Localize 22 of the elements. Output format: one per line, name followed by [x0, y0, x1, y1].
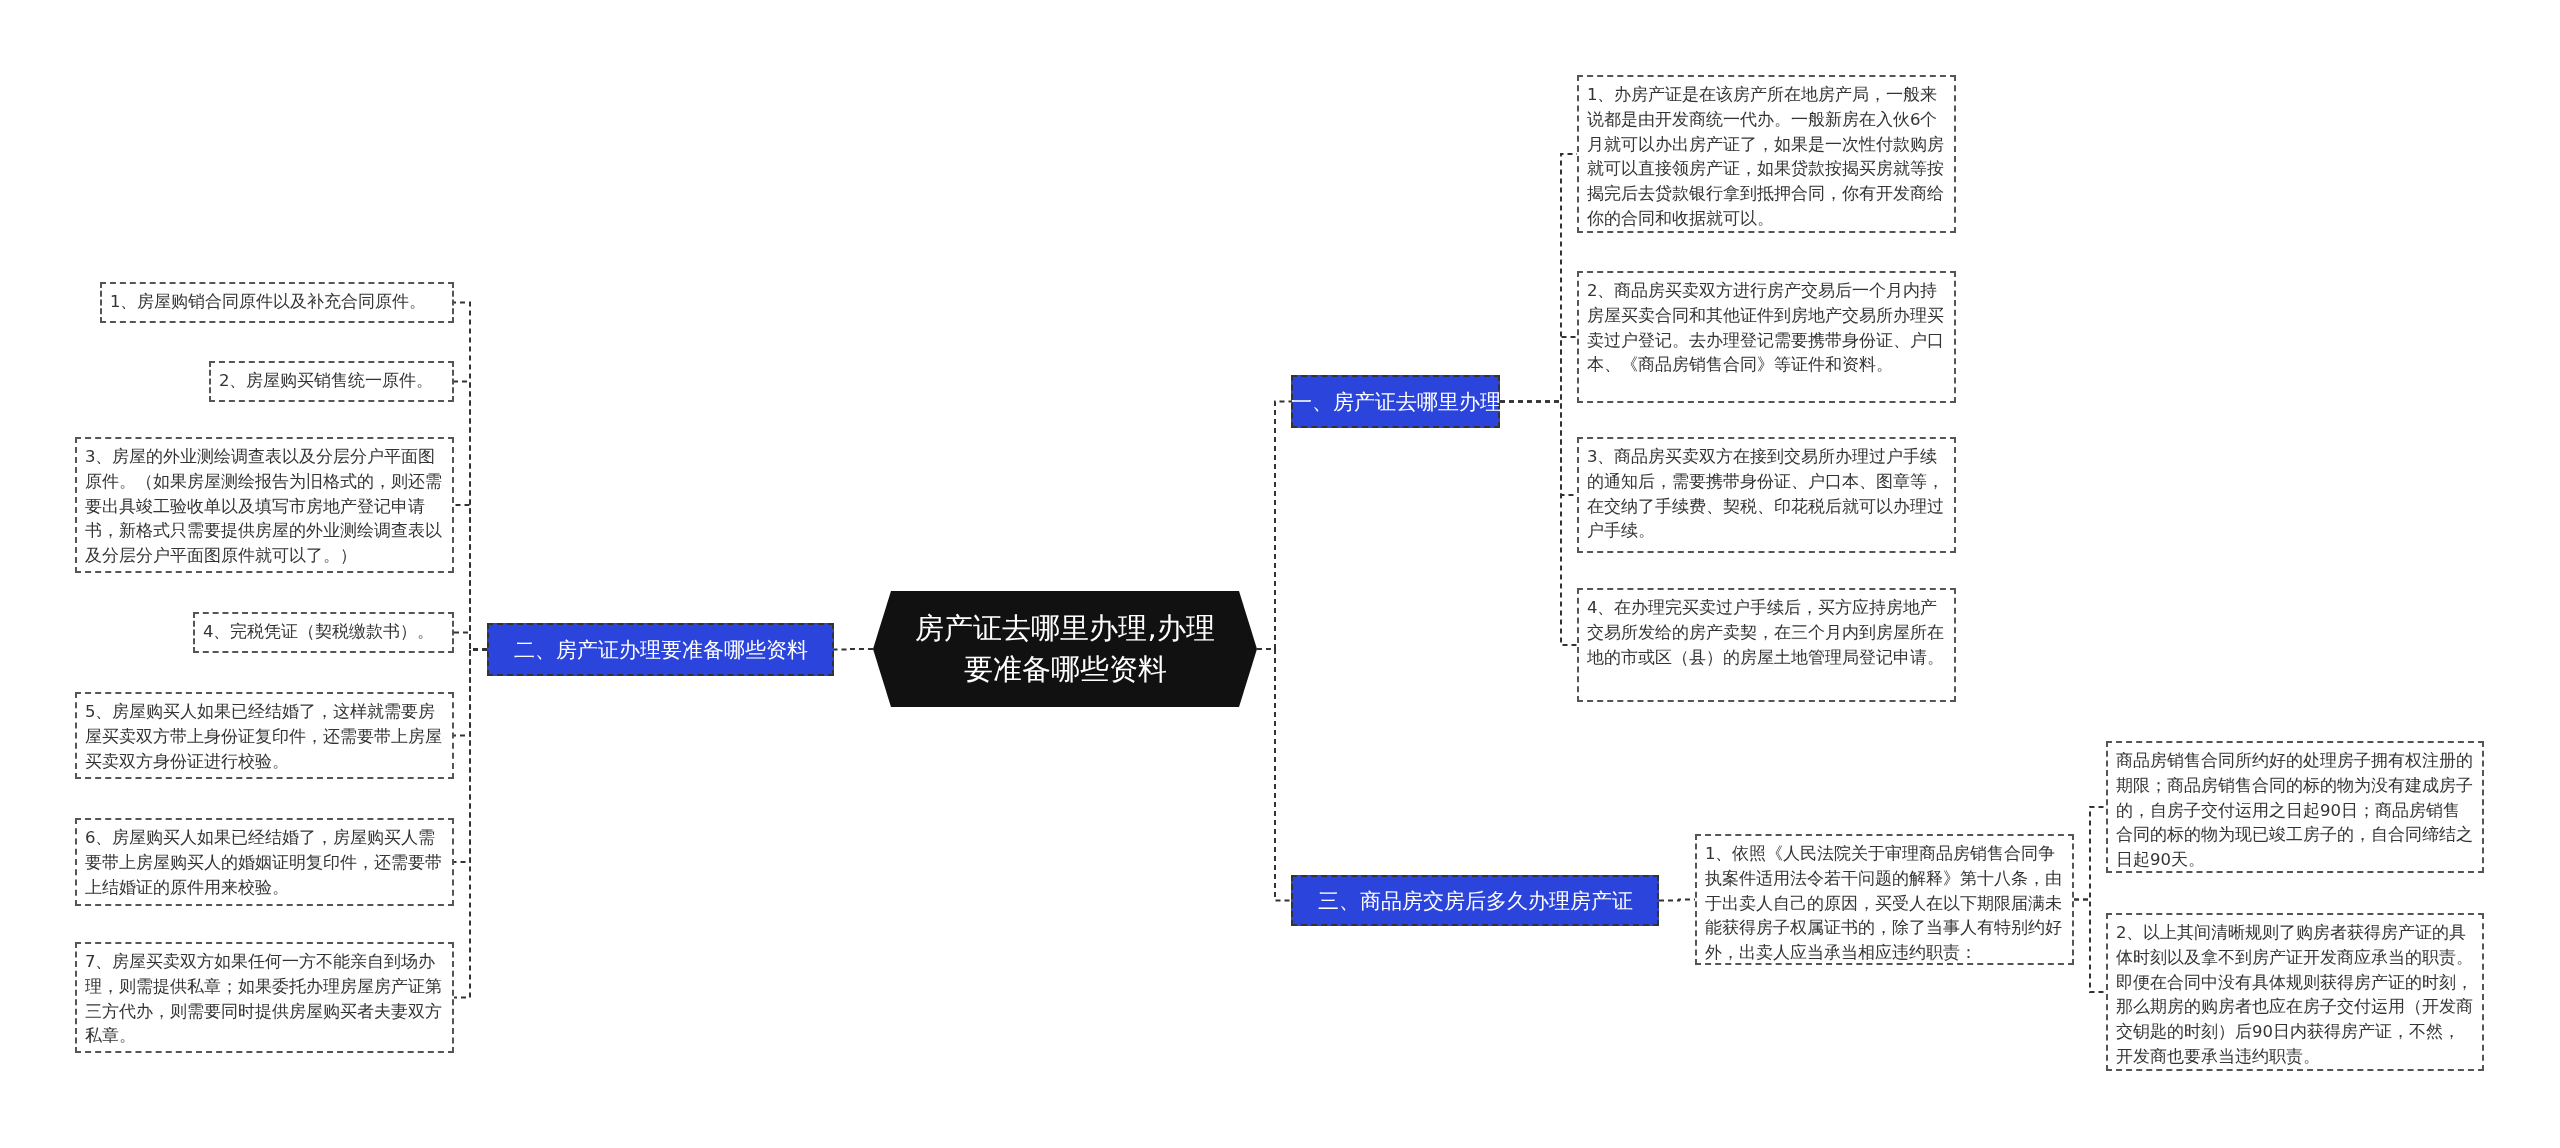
note-box: 6、房屋购买人如果已经结婚了，房屋购买人需要带上房屋购买人的婚姻证明复印件，还需要带上结婚证的原件用来校验。: [75, 818, 454, 906]
note-box: 3、房屋的外业测绘调查表以及分层分户平面图原件。（如果房屋测绘报告为旧格式的，则还需要出具竣工验收单以及填写市房地产登记申请书，新格式只需要提供房屋的外业测绘调查表以及分层分户平面图原件就可以了。）: [75, 437, 454, 573]
note-box: 1、依照《人民法院关于审理商品房销售合同争执案件适用法令若干问题的解释》第十八条，由于出卖人自己的原因，买受人在以下期限届满未能获得房子权属证书的，除了当事人有特别约好外，出卖人应当承当相应违约职责：: [1695, 834, 2074, 965]
connector-line: [1256, 648, 1292, 902]
note-box: 2、商品房买卖双方进行房产交易后一个月内持房屋买卖合同和其他证件到房地产交易所办理买卖过户登记。去办理登记需要携带身份证、户口本、《商品房销售合同》等证件和资料。: [1577, 271, 1956, 403]
note-box: 1、办房产证是在该房产所在地房产局，一般来说都是由开发商统一代办。一般新房在入伙6个月就可以办出房产证了，如果是一次性付款购房就可以直接领房产证，如果贷款按揭买房就等按揭完后去贷款银行拿到抵押合同，你有开发商给你的合同和收据就可以。: [1577, 75, 1956, 233]
note-box: 2、房屋购买销售统一原件。: [209, 361, 454, 402]
note-box: 3、商品房买卖双方在接到交易所办理过户手续的通知后，需要携带身份证、户口本、图章等，在交纳了手续费、契税、印花税后就可以办理过户手续。: [1577, 437, 1956, 553]
note-box: 7、房屋买卖双方如果任何一方不能亲自到场办理，则需提供私章；如果委托办理房屋房产证第三方代办，则需要同时提供房屋购买者夫妻双方私章。: [75, 942, 454, 1053]
note-box: 1、房屋购销合同原件以及补充合同原件。: [100, 282, 454, 323]
note-box: 5、房屋购买人如果已经结婚了，这样就需要房屋买卖双方带上身份证复印件，还需要带上房屋买卖双方身份证进行校验。: [75, 692, 454, 779]
connector-line: [2073, 898, 2107, 993]
connector-line: [833, 648, 874, 651]
note-box: 2、以上其间清晰规则了购房者获得房产证的具体时刻以及拿不到房产证开发商应承当的职责。即便在合同中没有具体规则获得房产证的时刻，那么期房的购房者也应在房子交付运用（开发商交钥匙的时刻）后90日内获得房产证，不然，开发商也要承当违约职责。: [2106, 913, 2484, 1071]
topic-box: 一、房产证去哪里办理: [1291, 375, 1500, 428]
topic-box: 二、房产证办理要准备哪些资料: [487, 623, 834, 676]
connector-line: [1499, 400, 1578, 646]
note-box: 4、完税凭证（契税缴款书）。: [193, 612, 454, 653]
topic-box: 三、商品房交房后多久办理房产证: [1291, 875, 1659, 926]
central-topic: 房产证去哪里办理,办理要准备哪些资料: [873, 591, 1257, 707]
note-box: 4、在办理完买卖过户手续后，买方应持房地产交易所发给的房产卖契，在三个月内到房屋所在地的市或区（县）的房屋土地管理局登记申请。: [1577, 588, 1956, 702]
note-box: 商品房销售合同所约好的处理房子拥有权注册的期限；商品房销售合同的标的物为没有建成房子的，自房子交付运用之日起90日；商品房销售合同的标的物为现已竣工房子的，自合同缔结之日起90天。: [2106, 741, 2484, 873]
